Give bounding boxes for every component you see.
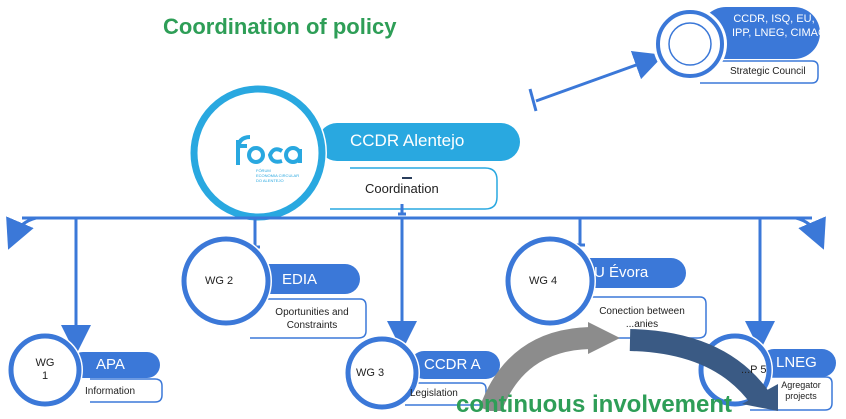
wg3-node [344,335,500,411]
wg4-node [504,235,707,339]
wg1-node [7,332,163,408]
main-node-role: Coordination [365,181,439,196]
wg2-name: EDIA [282,271,318,288]
council-members-line-2: IPP, LNEG, CIMAC [732,27,826,39]
wg4-role-line-2: ...anies [625,319,659,330]
wg5-role: Agregator projects [776,380,826,402]
wg4-name: U Évora [594,264,649,281]
wg2-id: WG 2 [205,275,234,287]
council-members-line-1: CCDR, ISQ, EU, [733,13,815,25]
connector-bus [6,204,826,355]
wg4-role-line-1: Conection between [599,306,685,317]
main-node-name: CCDR Alentejo [350,131,465,150]
wg1-name: APA [96,356,125,373]
wg2-role-line-2: Constraints [286,320,338,331]
wg4-role: Conection between ...anies [584,305,700,331]
council-members: CCDR, ISQ, EU, IPP, LNEG, CIMAC [732,12,826,40]
council-connector [528,50,665,112]
wg1-id: WG 1 [30,357,60,383]
wg5-name: LNEG [776,354,817,371]
wg3-name: CCDR A [424,356,481,373]
wg4-id: WG 4 [529,275,558,287]
logo-caption-line-1: FÓRUM [256,168,271,173]
logo-caption-line-2: ECONOMIA CIRCULAR [256,173,300,178]
strategic-council-node [653,7,820,84]
wg2-role: Oportunities and Constraints [262,306,362,332]
logo-caption-line-3: DO ALENTEJO [256,178,284,183]
wg2-role-line-1: Oportunities and [275,307,349,318]
wg1-id-line-2: 1 [41,370,49,382]
wg3-role: Legislation [410,388,458,399]
wg5-id: ...P 5 [741,364,767,376]
diagram-title: Coordination of policy [163,14,397,39]
wg3-id: WG 3 [356,367,385,379]
council-label: Strategic Council [730,66,806,77]
wg5-role-line-1: Agregator [781,380,821,390]
wg1-role: Information [85,386,136,397]
wg5-role-line-2: projects [785,391,817,401]
involvement-cycle-arrows [479,322,778,411]
feca-logo-icon [236,135,302,165]
wg1-id-line-1: WG [35,357,55,369]
main-node [189,84,520,222]
wg2-node [180,235,367,339]
logo-caption: FÓRUM ECONOMIA CIRCULAR DO ALENTEJO [256,168,299,183]
continuous-involvement-label: continuous involvement [456,391,733,418]
